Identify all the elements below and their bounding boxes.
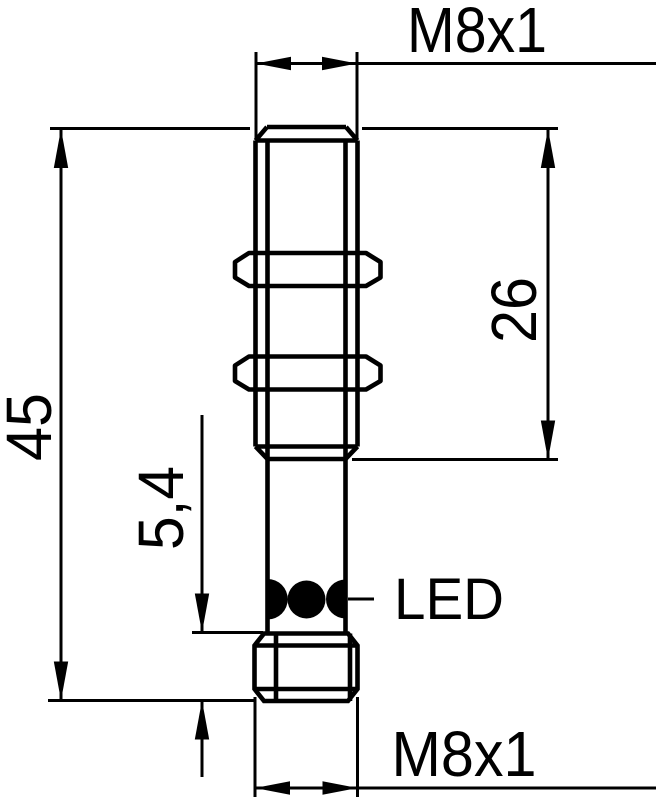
label-overall-length: 45 [0, 393, 65, 461]
label-led: LED [394, 567, 504, 632]
clamp-flange-upper [232, 250, 383, 289]
runout-chamfer-left [253, 444, 270, 461]
end-cap-nut [252, 631, 360, 704]
clamp-flange-lower [232, 354, 383, 392]
sensor-body [232, 124, 383, 704]
flange-outline [232, 250, 383, 289]
arrowhead-down [53, 661, 69, 701]
dim-overall-length: 45 [0, 127, 255, 702]
arrowhead-down [194, 593, 210, 633]
label-thread-top: M8x1 [407, 0, 547, 66]
arrowhead-left [256, 56, 291, 71]
led-indicators: LED [267, 567, 504, 632]
dim-thread-top: M8x1 [254, 0, 656, 138]
arrowhead-down [540, 420, 556, 460]
arrowhead-up [53, 129, 69, 168]
dim-thread-bottom: M8x1 [253, 697, 656, 797]
thread-top-section [253, 124, 360, 634]
led-dot-right [326, 579, 346, 619]
led-dot-left [267, 579, 288, 620]
arrowhead-left [255, 781, 290, 795]
dim-led-offset: 5,4 [125, 415, 263, 777]
runout-chamfer-right [343, 444, 360, 461]
dim-thread-length: 26 [352, 127, 558, 461]
arrowhead-up [194, 700, 210, 740]
label-led-offset: 5,4 [125, 466, 197, 550]
label-thread-length: 26 [478, 277, 550, 343]
arrowhead-right [322, 56, 357, 71]
arrowhead-right [322, 781, 358, 795]
thread-runout [253, 444, 360, 462]
arrowhead-up [540, 129, 556, 168]
label-thread-bottom: M8x1 [392, 718, 537, 790]
led-dot-center [287, 580, 326, 619]
flange-outline [232, 354, 383, 392]
